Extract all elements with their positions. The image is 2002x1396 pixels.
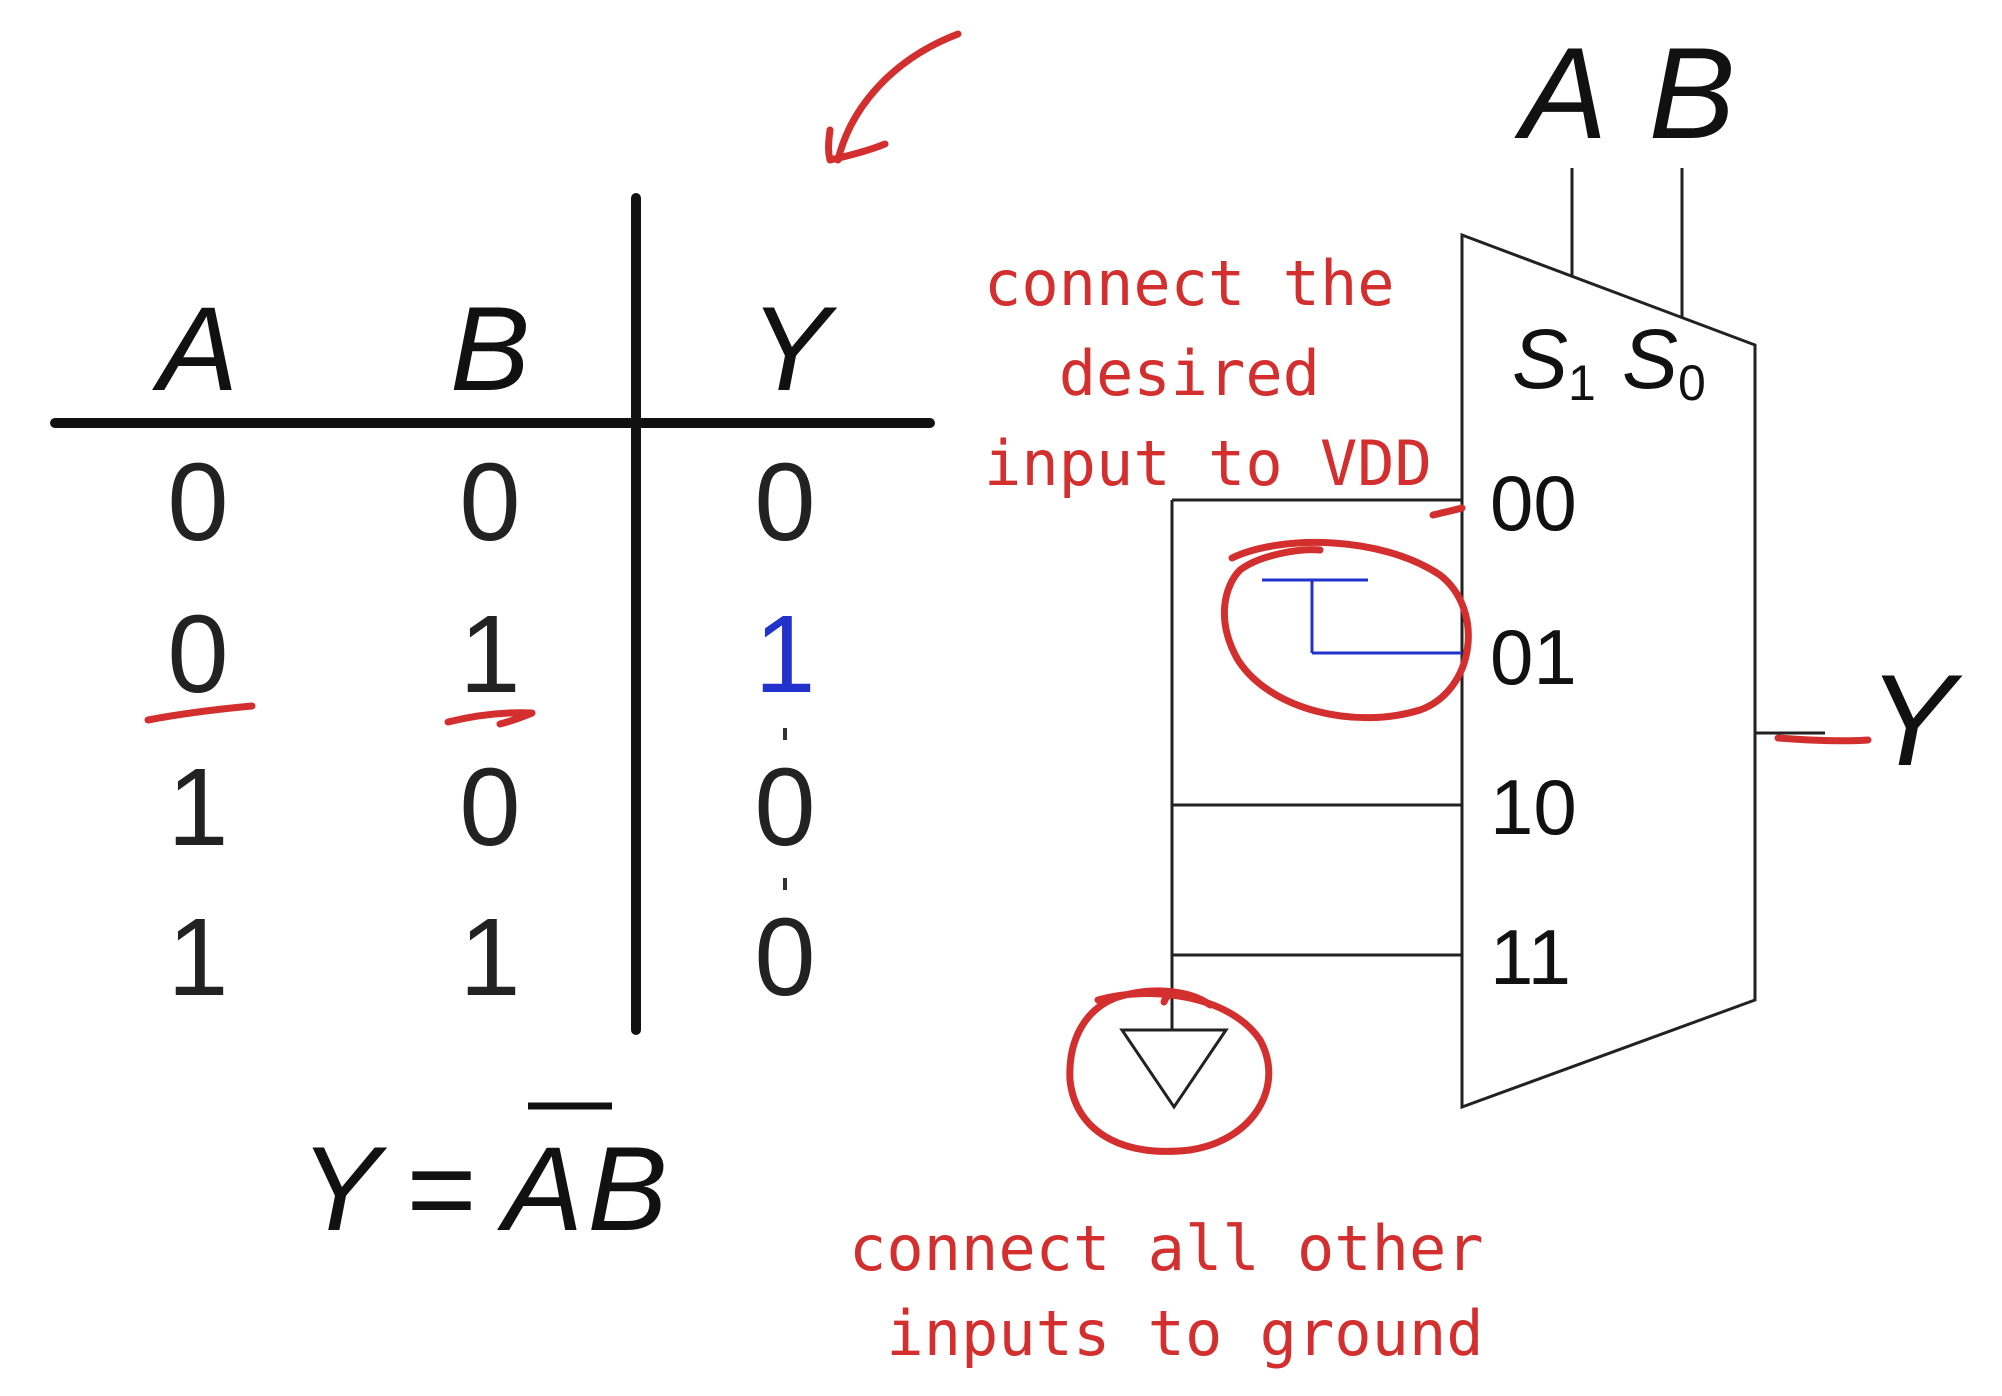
input-label-a: A [1514, 20, 1608, 166]
data-input-11: 11 [1490, 913, 1571, 1001]
input-label-b: B [1649, 20, 1736, 166]
select-label-s1: S1 [1512, 312, 1596, 411]
vdd-wiring [1262, 578, 1462, 655]
header-b: B [450, 282, 530, 416]
ground-circle-mark [1066, 987, 1273, 1155]
select-label-s0: S0 [1622, 312, 1706, 411]
dash-mark-00 [1429, 504, 1466, 519]
ink-annotations: connect the desired input to VDD connect… [849, 247, 1872, 1370]
dash-mark-output [1774, 734, 1872, 745]
cell-r2-b: 0 [459, 746, 520, 869]
underline-mark-a [144, 702, 256, 724]
underline-mark-b [444, 709, 536, 728]
cell-r0-y: 0 [754, 441, 815, 564]
vdd-circle-mark [1220, 538, 1472, 722]
cell-r3-a: 1 [167, 896, 228, 1019]
cell-r0-b: 0 [459, 441, 520, 564]
cell-r1-a: 0 [167, 593, 228, 716]
arrow-head [825, 126, 889, 164]
cell-r2-a: 1 [167, 746, 228, 869]
cell-r0-a: 0 [167, 441, 228, 564]
ground-wiring [1119, 498, 1462, 1110]
tick-mark-ground [1160, 990, 1178, 1006]
equation: Y = A B [300, 1102, 668, 1256]
mux-body [1460, 232, 1757, 1110]
header-a: A [152, 282, 238, 416]
multiplexer: A B S1 S0 00 01 10 11 Y [1460, 20, 1963, 1110]
arrow-shaft [834, 30, 962, 164]
cell-r1-y: 1 [754, 593, 815, 716]
data-input-10: 10 [1490, 763, 1577, 851]
cell-r3-y: 0 [754, 896, 815, 1019]
note-vdd: connect the desired input to VDD [984, 247, 1432, 500]
cell-r2-y: 0 [754, 746, 815, 869]
pointer-arrow [825, 30, 962, 164]
data-input-00: 00 [1490, 459, 1577, 547]
note-ground: connect all other inputs to ground [849, 1212, 1521, 1370]
header-y: Y [750, 282, 838, 416]
data-input-01: 01 [1490, 613, 1577, 701]
truth-table: A B Y 0 0 0 0 1 1 1 0 0 1 1 0 [50, 193, 935, 1035]
ground-icon [1119, 1028, 1229, 1110]
output-label-y: Y [1868, 647, 1963, 793]
equation-text: Y = A B [300, 1122, 668, 1256]
cell-r1-b: 1 [459, 593, 520, 716]
cell-r3-b: 1 [459, 896, 520, 1019]
